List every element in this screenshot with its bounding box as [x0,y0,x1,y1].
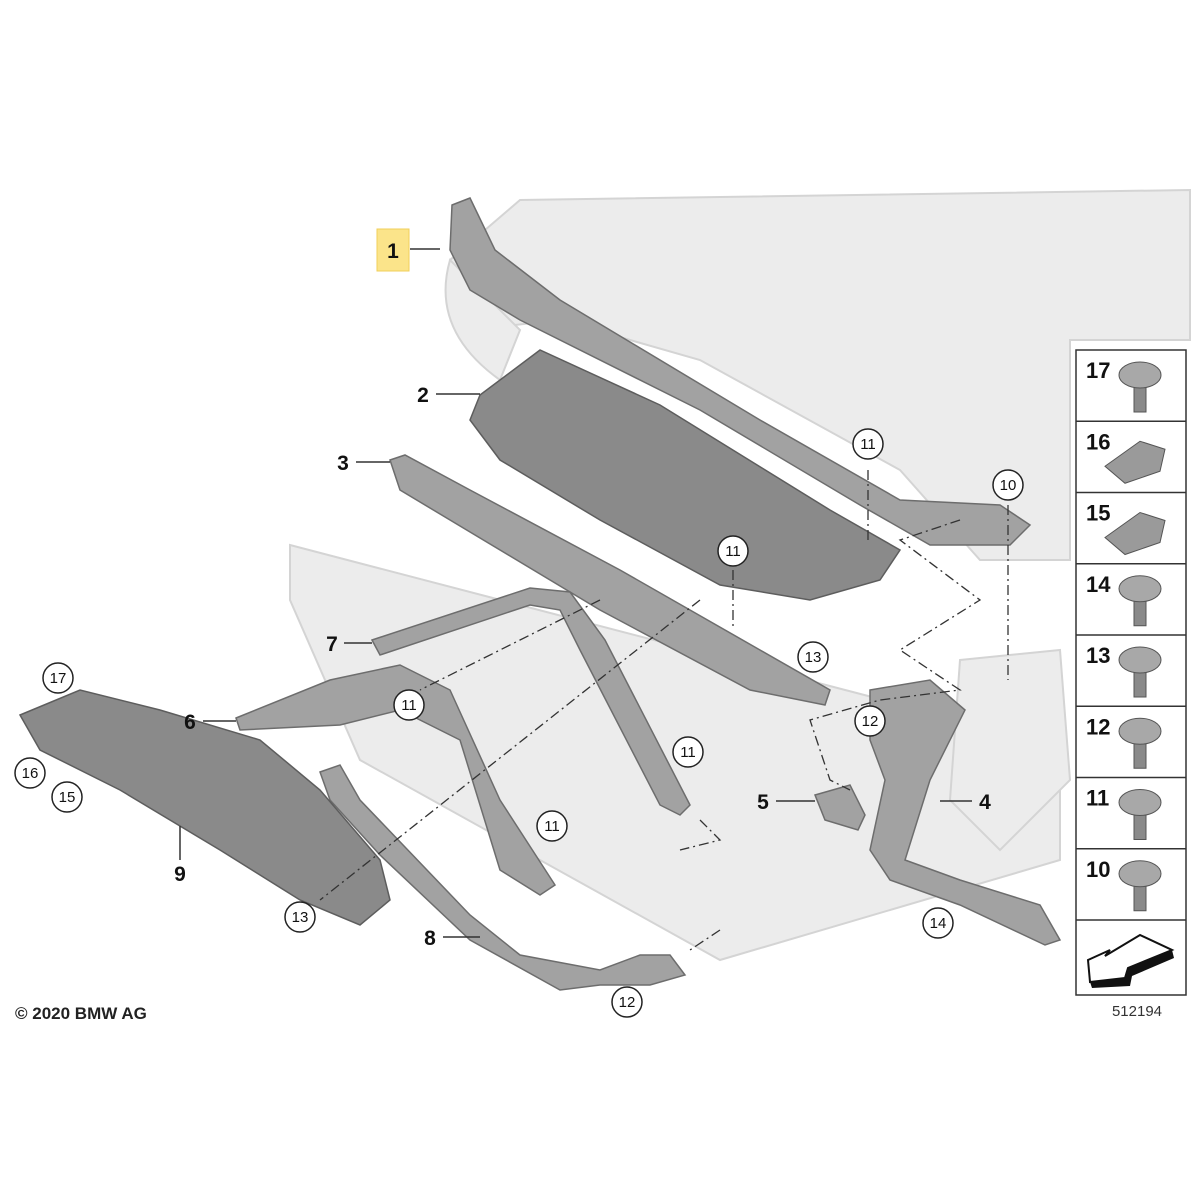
label-1-highlight [376,228,410,272]
fastener-item-13[interactable]: 13 [1076,634,1186,698]
callout-16[interactable]: 16 [14,757,46,789]
fastener-item-10[interactable]: 10 [1076,848,1186,912]
label-part-9[interactable]: 9 [174,863,186,886]
fastener-item-11[interactable]: 11 [1076,776,1186,840]
callout-text: 11 [860,436,876,453]
part-7-strut[interactable] [370,587,691,816]
copyright: © 2020 BMW AG [15,1004,147,1023]
callout-text: 17 [50,670,67,687]
callout-text: 13 [292,909,309,926]
callout-text: 12 [862,713,879,730]
fastener-item-15[interactable]: 15 [1076,491,1186,556]
screw-icon [1118,575,1162,627]
fastener-item-16[interactable]: 16 [1076,420,1186,484]
label-part-6[interactable]: 6 [184,711,196,734]
clip-nut-icon [1104,511,1166,556]
fastener-number: 11 [1086,786,1109,811]
part-6-bracket[interactable] [235,664,557,896]
screw-icon [1118,646,1162,698]
callout-13[interactable]: 13 [797,641,829,673]
fastener-number: 14 [1086,572,1111,597]
callout-11[interactable]: 11 [852,428,884,460]
callout-15[interactable]: 15 [51,781,83,813]
fastener-number: 16 [1086,429,1110,454]
screw-icon [1118,717,1162,769]
callout-11[interactable]: 11 [393,689,425,721]
part-4-headlight-bracket[interactable] [869,679,1062,946]
fastener-number: 15 [1086,501,1110,526]
fastener-number: 17 [1086,358,1110,383]
label-part-8[interactable]: 8 [424,927,436,950]
callout-text: 13 [805,649,822,666]
fastener-item-12[interactable]: 12 [1076,705,1186,769]
screw-icon [1118,361,1162,413]
label-part-2[interactable]: 2 [417,384,429,407]
view-direction-arrow-icon [1086,933,1175,988]
callout-17[interactable]: 17 [42,662,74,694]
fastener-number: 12 [1086,714,1110,739]
part-1-upper-carrier[interactable] [449,197,1032,546]
callout-text: 11 [544,818,560,835]
callout-11[interactable]: 11 [717,535,749,567]
label-part-1[interactable]: 1 [387,240,399,263]
callout-text: 12 [619,994,636,1011]
callout-10[interactable]: 10 [992,469,1024,501]
label-part-3[interactable]: 3 [337,452,349,475]
callout-text: 11 [401,697,417,714]
callout-14[interactable]: 14 [922,907,954,939]
callout-text: 10 [1000,477,1017,494]
callout-13[interactable]: 13 [284,901,316,933]
part-9-air-duct[interactable] [18,689,391,926]
fastener-item-17[interactable]: 17 [1086,358,1162,413]
callout-12[interactable]: 12 [854,705,886,737]
screw-icon [1118,860,1162,912]
part-8-support-bar[interactable] [319,764,687,991]
leader-lines [179,248,1009,951]
clip-nut-icon [1104,440,1166,484]
diagram-number: 512194 [1112,1003,1162,1020]
callout-text: 14 [930,915,947,932]
part-2-cover-plate[interactable] [469,349,902,601]
fastener-panel: 17 16 15 14 13 12 11 10 [1075,349,1187,996]
label-part-5[interactable]: 5 [757,791,769,814]
callout-11[interactable]: 11 [536,810,568,842]
fastener-number: 13 [1086,643,1110,668]
callout-text: 15 [59,789,76,806]
fastener-number: 10 [1086,857,1110,882]
label-part-7[interactable]: 7 [326,633,338,656]
label-part-4[interactable]: 4 [979,791,991,814]
callout-11[interactable]: 11 [672,736,704,768]
screw-icon [1118,789,1162,840]
callout-text: 11 [725,543,741,560]
callout-text: 16 [22,765,39,782]
part-3-crossmember[interactable] [389,454,831,706]
callout-text: 11 [680,744,696,761]
fastener-item-14[interactable]: 14 [1076,563,1186,627]
callout-12[interactable]: 12 [611,986,643,1018]
